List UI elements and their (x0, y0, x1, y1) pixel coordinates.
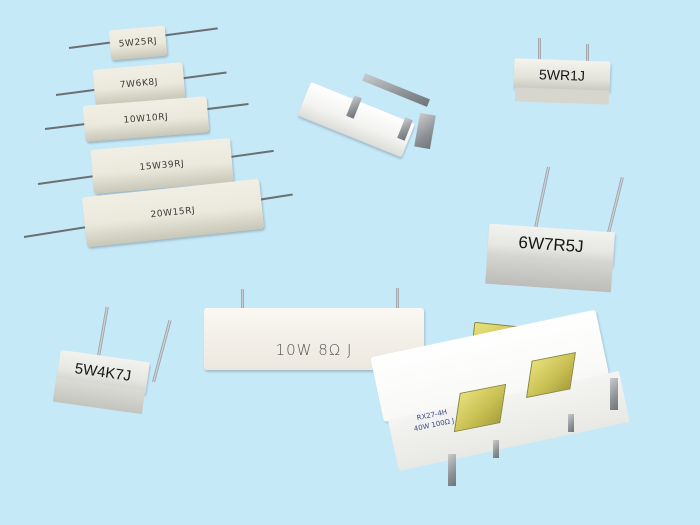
resistor-lead (586, 44, 589, 70)
resistor-label: 5WR1J (538, 66, 586, 84)
resistor-label: 5W25RJ (118, 36, 158, 50)
resistor-label: 20W15RJ (150, 205, 196, 221)
metal-bracket (362, 73, 430, 107)
resistor-label: 10W 8Ω J (275, 341, 353, 359)
clip (493, 440, 499, 458)
resistor-bracket-small (297, 70, 445, 158)
clip (568, 414, 574, 432)
terminal (448, 454, 456, 486)
resistor-body-side (514, 87, 610, 105)
resistor-lead (152, 319, 172, 383)
resistor-label: 10W10RJ (123, 112, 169, 126)
resistor-body: 5W25RJ (108, 25, 168, 61)
resistor-lead (396, 288, 399, 310)
resistor-label: 7W6K8J (119, 77, 159, 91)
terminal (610, 378, 618, 410)
resistor-body: 5WR1J (513, 58, 611, 92)
metal-bracket (414, 112, 436, 150)
resistor-label: 6W7R5J (517, 232, 585, 257)
resistor-lead (241, 289, 244, 309)
resistor-label: 15W39RJ (139, 159, 185, 173)
resistor-lead (538, 38, 541, 68)
